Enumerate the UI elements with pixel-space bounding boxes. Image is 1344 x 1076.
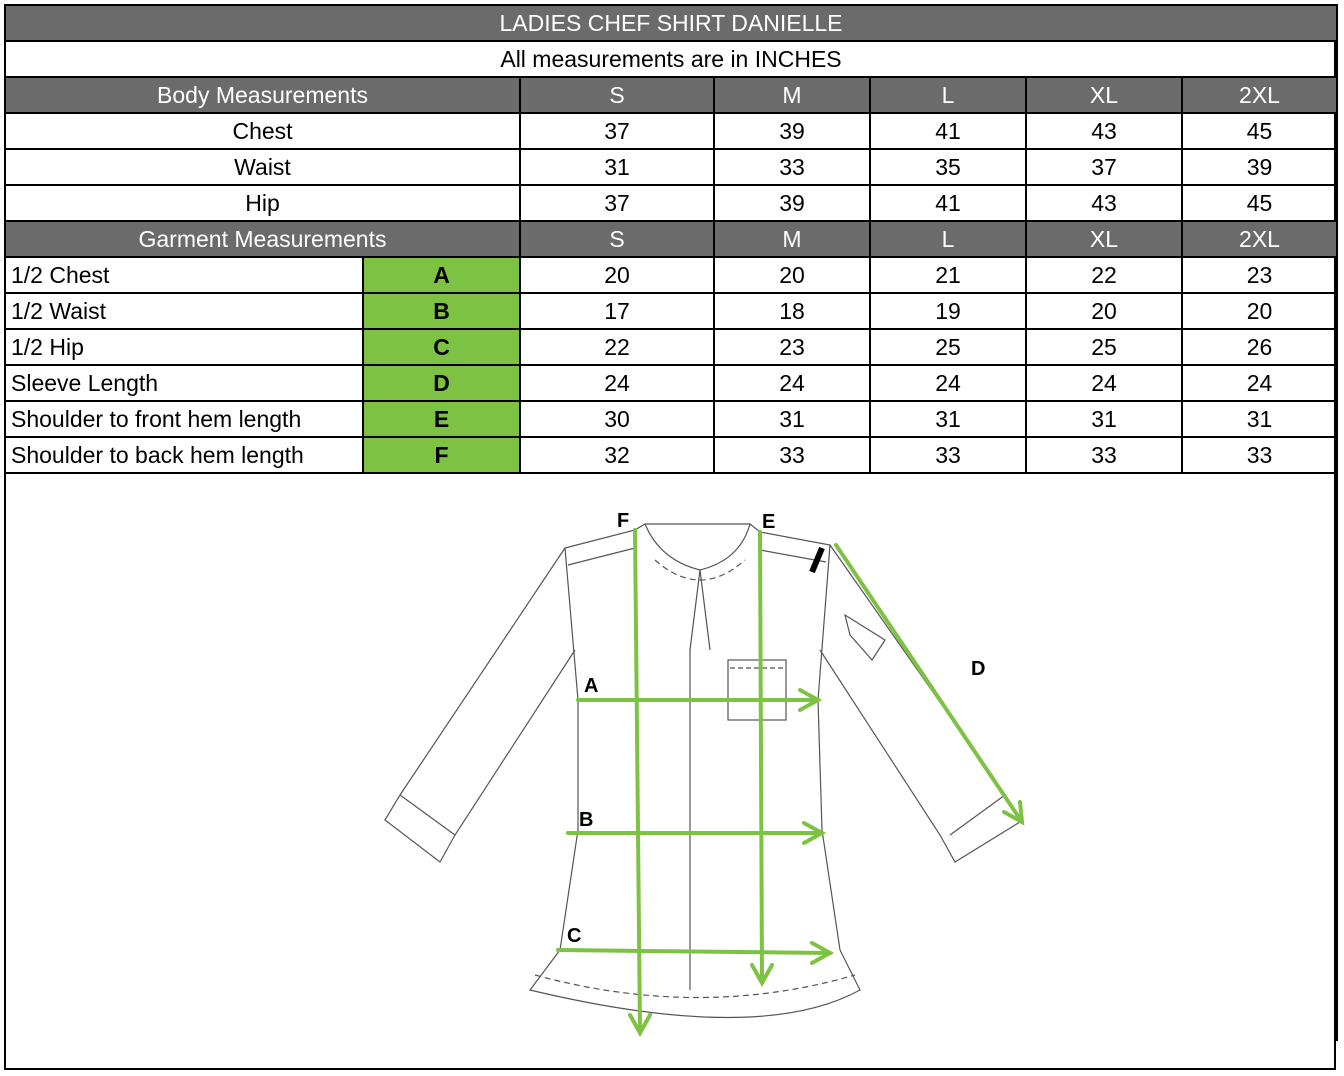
measurement-value: 43 — [1025, 112, 1183, 150]
size-table: LADIES CHEF SHIRT DANIELLE All measureme… — [3, 4, 1339, 1041]
measurement-value: 33 — [713, 148, 871, 186]
size-header: 2XL — [1180, 76, 1339, 114]
measurement-value: 31 — [1025, 400, 1183, 438]
measurement-value: 33 — [869, 436, 1027, 474]
size-header: S — [519, 76, 715, 114]
garment-header-row: Garment Measurements S M L XL 2XL — [4, 220, 1339, 258]
measurement-value: 31 — [1180, 400, 1339, 438]
size-header: M — [713, 76, 871, 114]
measurement-value: 39 — [713, 112, 871, 150]
size-header: 2XL — [1180, 220, 1339, 258]
measurement-value: 20 — [713, 256, 871, 294]
measurement-value: 30 — [519, 400, 715, 438]
measurement-value: 37 — [1025, 148, 1183, 186]
measurement-value: 33 — [713, 436, 871, 474]
body-header-row: Body Measurements S M L XL 2XL — [4, 76, 1339, 114]
measurement-label: Shoulder to back hem length — [4, 436, 364, 474]
measurement-value: 39 — [713, 184, 871, 222]
measurement-value: 25 — [1025, 328, 1183, 366]
garment-header: Garment Measurements — [4, 220, 521, 258]
measurement-value: 24 — [519, 364, 715, 402]
measurement-label: Shoulder to front hem length — [4, 400, 364, 438]
measurement-value: 20 — [1180, 292, 1339, 330]
measurement-code: B — [362, 292, 521, 330]
measurement-value: 45 — [1180, 184, 1339, 222]
size-header: XL — [1025, 220, 1183, 258]
measurement-value: 22 — [1025, 256, 1183, 294]
measurement-value: 21 — [869, 256, 1027, 294]
measurement-value: 17 — [519, 292, 715, 330]
measurement-code: C — [362, 328, 521, 366]
measurement-value: 33 — [1025, 436, 1183, 474]
size-chart: LADIES CHEF SHIRT DANIELLE All measureme… — [3, 4, 1339, 1070]
units-note: All measurements are in INCHES — [3, 40, 1339, 78]
measurement-value: 25 — [869, 328, 1027, 366]
measurement-value: 41 — [869, 184, 1027, 222]
measurement-value: 23 — [713, 328, 871, 366]
size-header: XL — [1025, 76, 1183, 114]
measurement-value: 31 — [869, 400, 1027, 438]
measurement-label: 1/2 Waist — [4, 292, 364, 330]
measurement-value: 20 — [519, 256, 715, 294]
measurement-value: 37 — [519, 184, 715, 222]
measurement-label: 1/2 Chest — [4, 256, 364, 294]
measurement-value: 24 — [869, 364, 1027, 402]
diagram-area — [3, 472, 1339, 1041]
measurement-value: 18 — [713, 292, 871, 330]
measurement-value: 32 — [519, 436, 715, 474]
measurement-code: A — [362, 256, 521, 294]
measurement-value: 23 — [1180, 256, 1339, 294]
measurement-value: 43 — [1025, 184, 1183, 222]
measurement-label: Chest — [4, 112, 521, 150]
measurement-code: D — [362, 364, 521, 402]
measurement-value: 41 — [869, 112, 1027, 150]
measurement-value: 39 — [1180, 148, 1339, 186]
measurement-value: 24 — [1025, 364, 1183, 402]
measurement-value: 22 — [519, 328, 715, 366]
measurement-value: 26 — [1180, 328, 1339, 366]
measurement-value: 33 — [1180, 436, 1339, 474]
size-header: L — [869, 220, 1027, 258]
measurement-label: Hip — [4, 184, 521, 222]
size-header: L — [869, 76, 1027, 114]
measurement-value: 19 — [869, 292, 1027, 330]
measurement-value: 24 — [713, 364, 871, 402]
measurement-value: 31 — [519, 148, 715, 186]
size-header: S — [519, 220, 715, 258]
measurement-code: F — [362, 436, 521, 474]
body-header: Body Measurements — [4, 76, 521, 114]
measurement-label: Waist — [4, 148, 521, 186]
measurement-value: 37 — [519, 112, 715, 150]
size-header: M — [713, 220, 871, 258]
chart-title: LADIES CHEF SHIRT DANIELLE — [3, 4, 1339, 42]
measurement-value: 20 — [1025, 292, 1183, 330]
measurement-value: 35 — [869, 148, 1027, 186]
measurement-value: 24 — [1180, 364, 1339, 402]
measurement-code: E — [362, 400, 521, 438]
measurement-value: 31 — [713, 400, 871, 438]
measurement-value: 45 — [1180, 112, 1339, 150]
measurement-label: 1/2 Hip — [4, 328, 364, 366]
measurement-label: Sleeve Length — [4, 364, 364, 402]
